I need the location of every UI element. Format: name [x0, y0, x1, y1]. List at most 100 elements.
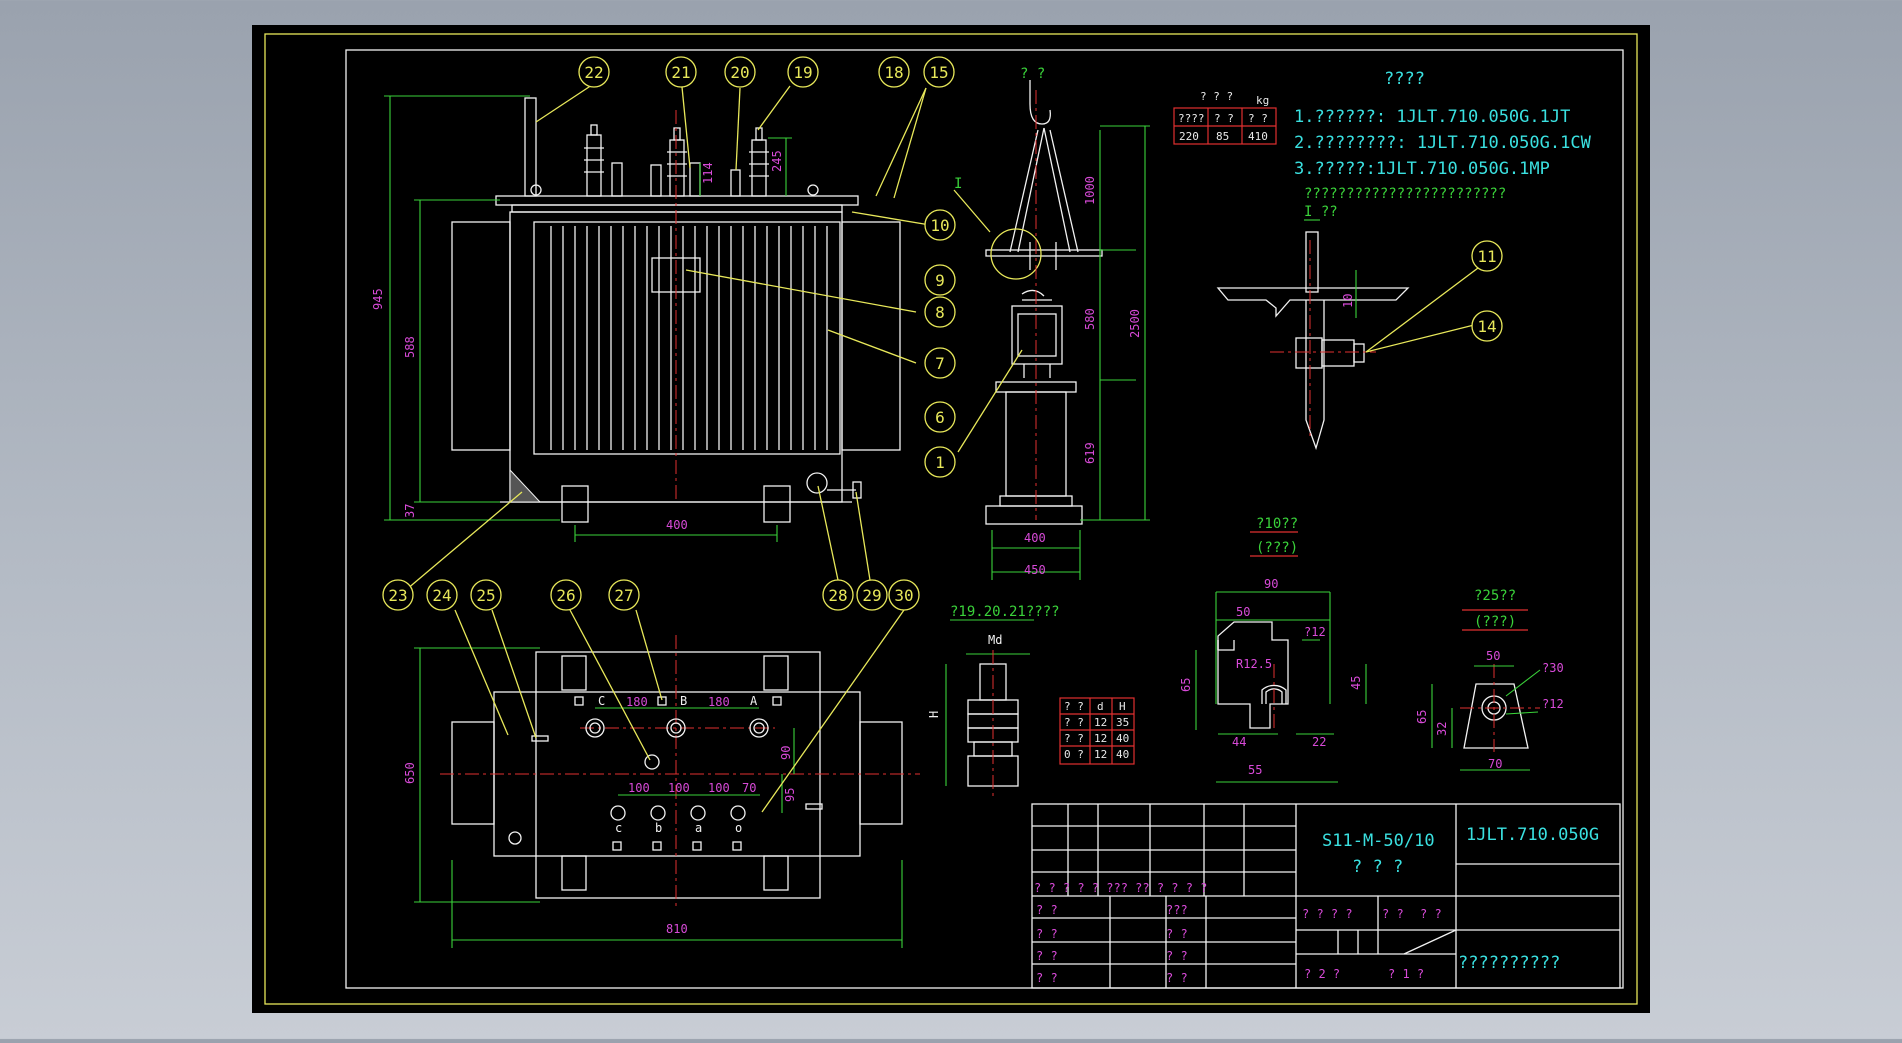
balloon-8: 8	[924, 296, 956, 328]
balloon-24-label: 24	[432, 586, 451, 605]
part25-detail: ?25?? (???) 50 ?30 ?12 65 32 70	[1415, 588, 1564, 771]
front-dimensions: 945 588 37 400 245 114	[371, 95, 792, 542]
plan-dimensions: 650 810 180 180 C B A 90 100 100 100 70 …	[403, 647, 903, 948]
tb-sheet: ? ?	[1420, 907, 1442, 921]
weight-table: ? ? ? kg ???? ? ? ? ? 220 85 410	[1173, 90, 1277, 145]
dim-10: 10	[1341, 294, 1355, 308]
part25-subtitle: (???)	[1474, 614, 1516, 630]
p25-dim-50: 50	[1486, 649, 1500, 663]
label-B: B	[680, 694, 687, 708]
p25-dim-65: 65	[1415, 710, 1429, 724]
detail-I-view: I ?? 10	[1216, 204, 1487, 451]
p25-dim-70: 70	[1488, 757, 1502, 771]
balloon-24: 24	[426, 579, 458, 611]
bolt-h-label: H	[927, 711, 941, 718]
bolt-detail: ?19.20.21???? Md H	[927, 604, 1060, 800]
balloon-22-label: 22	[584, 63, 603, 82]
bolt-r3-c2: 12	[1094, 748, 1107, 761]
weight-val-2: 85	[1216, 130, 1229, 143]
p25-dim-32: 32	[1435, 722, 1449, 736]
dim-180-b: 180	[708, 695, 730, 709]
dim-400-base: 400	[1024, 531, 1046, 545]
balloon-25-label: 25	[476, 586, 495, 605]
tb-row3-a: ? ?	[1036, 927, 1058, 941]
dim-400: 400	[666, 518, 688, 532]
balloon-30-label: 30	[894, 586, 913, 605]
p25-dim-phi30: ?30	[1542, 661, 1564, 675]
dim-100-b: 100	[668, 781, 690, 795]
tb-scale: ? ?	[1382, 907, 1404, 921]
p10-dim-50: 50	[1236, 605, 1250, 619]
balloon-25: 25	[470, 579, 502, 611]
bolt-r2-c2: 12	[1094, 732, 1107, 745]
balloon-23: 23	[382, 579, 414, 611]
side-view	[985, 80, 1103, 525]
p10-dim-65: 65	[1179, 678, 1193, 692]
bolt-md-label: Md	[988, 633, 1002, 647]
model-text: S11-M-50/10	[1322, 831, 1435, 851]
front-view	[451, 97, 901, 523]
technical-notes: ???? 1.??????: 1JLT.710.050G.1JT 2.?????…	[1294, 69, 1592, 202]
balloon-21: 21	[665, 56, 697, 88]
dim-100-c: 100	[708, 781, 730, 795]
side-dimensions: 1000 580 619 2500 400 450 ? ? I	[953, 66, 1150, 580]
balloon-27-label: 27	[614, 586, 633, 605]
label-C: C	[598, 694, 605, 708]
bolt-r1-c3: 35	[1116, 716, 1129, 729]
part10-subtitle: (???)	[1256, 540, 1298, 556]
dim-588: 588	[403, 336, 417, 358]
drawing-sheet	[252, 25, 1650, 1013]
plan-view	[440, 635, 920, 910]
dim-180-a: 180	[626, 695, 648, 709]
weight-val-1: 220	[1179, 130, 1199, 143]
p10-dim-45: 45	[1349, 676, 1363, 690]
balloon-28: 28	[822, 579, 854, 611]
p10-dim-r125: R12.5	[1236, 657, 1272, 671]
part25-title: ?25??	[1474, 588, 1516, 604]
balloon-18: 18	[878, 56, 910, 88]
bolt-r2-c1: ? ?	[1064, 732, 1084, 745]
tb-row5-a: ? ?	[1036, 971, 1058, 985]
balloon-9: 9	[924, 264, 956, 296]
note-line-1: 1.??????: 1JLT.710.050G.1JT	[1294, 107, 1570, 127]
p10-dim-22: 22	[1312, 735, 1326, 749]
balloon-6-label: 6	[935, 408, 945, 427]
balloon-15-label: 15	[929, 63, 948, 82]
tb-company: ??????????	[1458, 953, 1560, 973]
title-block: S11-M-50/10 ? ? ? 1JLT.710.050G ? ? ? ? …	[1031, 803, 1621, 989]
leader-lines	[399, 84, 1023, 813]
balloon-29: 29	[856, 579, 888, 611]
bolt-r1-c1: ? ?	[1064, 716, 1084, 729]
bolt-th-1: ? ?	[1064, 700, 1084, 713]
balloon-22: 22	[578, 56, 610, 88]
tb-page-total: ? 2 ?	[1304, 967, 1340, 981]
model-subtext: ? ? ?	[1352, 857, 1403, 877]
tb-row2-a: ? ?	[1036, 903, 1058, 917]
drawing-number: 1JLT.710.050G	[1466, 825, 1599, 845]
balloon-7-label: 7	[935, 354, 945, 373]
dim-619: 619	[1083, 442, 1097, 464]
inner-frame	[345, 49, 1624, 989]
p10-dim-44: 44	[1232, 735, 1246, 749]
balloon-14-label: 14	[1477, 317, 1496, 336]
dim-100-a: 100	[628, 781, 650, 795]
balloon-8-label: 8	[935, 303, 945, 322]
note-line-2: 2.????????: 1JLT.710.050G.1CW	[1294, 133, 1592, 153]
bolt-table: ? ? d H ? ? 12 35 ? ? 12 40 0 ? 12 40	[1059, 697, 1135, 765]
tb-row5-b: ? ?	[1166, 971, 1188, 985]
balloon-28-label: 28	[828, 586, 847, 605]
dim-37: 37	[403, 504, 417, 518]
dim-580: 580	[1083, 308, 1097, 330]
balloon-14: 14	[1471, 310, 1503, 342]
weight-col-1: ????	[1178, 112, 1205, 125]
weight-table-title: ? ? ?	[1200, 90, 1233, 103]
bolt-r1-c2: 12	[1094, 716, 1107, 729]
balloon-19: 19	[787, 56, 819, 88]
bolt-th-2: d	[1097, 700, 1104, 713]
dim-450: 450	[1024, 563, 1046, 577]
balloon-1: 1	[924, 446, 956, 478]
dim-245: 245	[770, 150, 784, 172]
tb-row2-b: ???	[1166, 903, 1188, 917]
